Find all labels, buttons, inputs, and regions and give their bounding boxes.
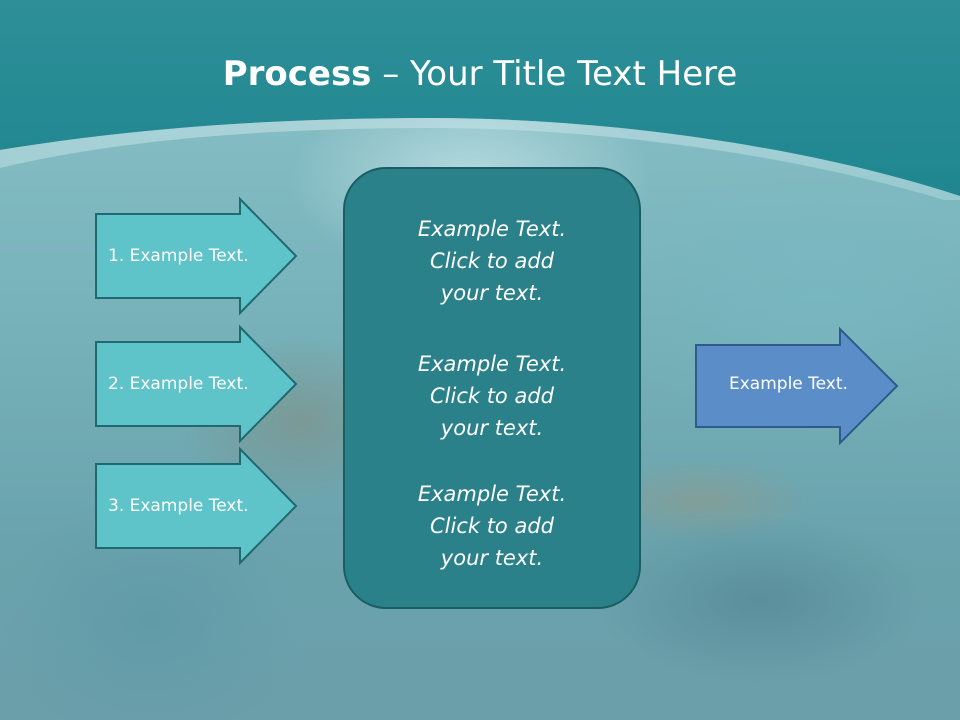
center-text-line: Example Text. bbox=[417, 352, 567, 376]
input-arrow-1[interactable] bbox=[95, 196, 298, 316]
center-text-block-1: Example Text. Click to add your text. bbox=[345, 213, 639, 309]
center-text-block-3: Example Text. Click to add your text. bbox=[345, 478, 639, 574]
input-arrow-2-label: 2. Example Text. bbox=[108, 374, 249, 394]
input-arrow-3-label: 3. Example Text. bbox=[108, 496, 249, 516]
center-text-line: Click to add bbox=[429, 384, 554, 408]
input-arrow-3[interactable] bbox=[95, 446, 298, 566]
header-band bbox=[0, 0, 960, 200]
title-rest: – Your Title Text Here bbox=[371, 54, 738, 94]
title-bold: Process bbox=[222, 54, 372, 94]
center-text-line: Example Text. bbox=[417, 482, 567, 506]
center-text-line: Click to add bbox=[429, 249, 554, 273]
center-text-block-2: Example Text. Click to add your text. bbox=[345, 348, 639, 444]
center-text-line: Example Text. bbox=[417, 217, 567, 241]
center-text-line: your text. bbox=[440, 546, 544, 570]
output-arrow-label: Example Text. bbox=[729, 374, 848, 394]
center-process-box[interactable] bbox=[343, 167, 641, 609]
input-arrow-2[interactable] bbox=[95, 324, 298, 444]
input-arrow-1-label: 1. Example Text. bbox=[108, 246, 249, 266]
center-text-line: your text. bbox=[440, 281, 544, 305]
output-arrow[interactable] bbox=[695, 326, 899, 446]
slide-title[interactable]: Process – Your Title Text Here bbox=[0, 50, 960, 98]
center-text-line: your text. bbox=[440, 416, 544, 440]
center-text-line: Click to add bbox=[429, 514, 554, 538]
